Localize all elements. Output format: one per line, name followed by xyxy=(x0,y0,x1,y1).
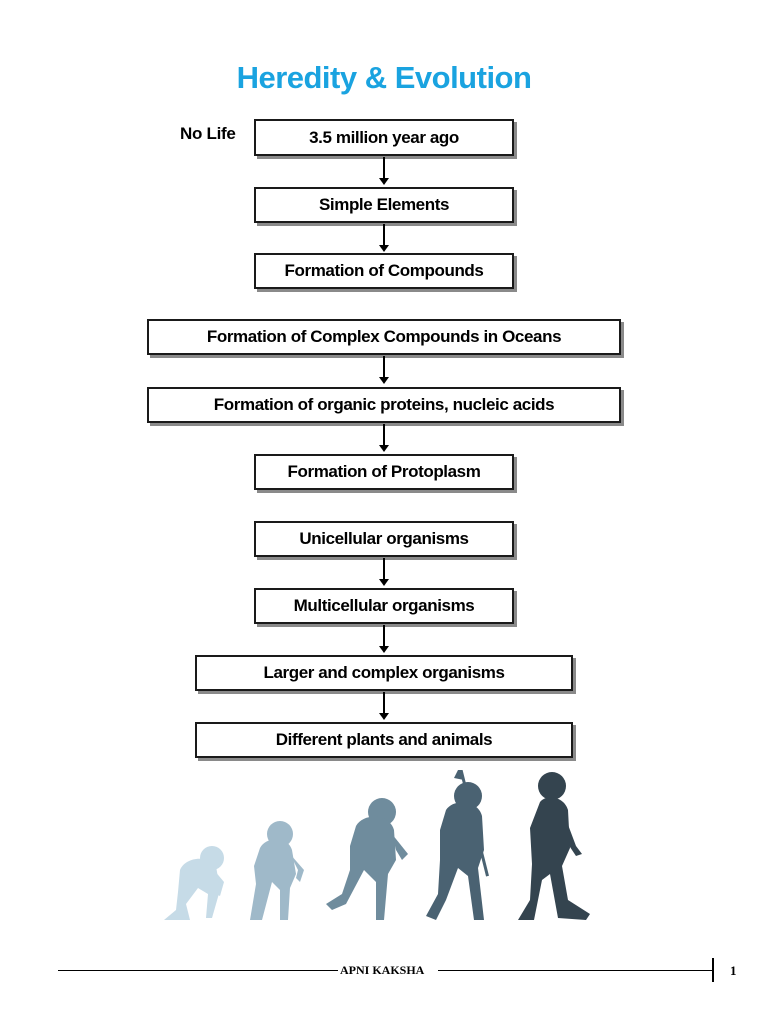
flow-step-6: Formation of Protoplasm xyxy=(254,454,514,490)
hominid-figure-4 xyxy=(426,770,489,920)
primate-figure-1 xyxy=(164,846,224,920)
no-life-label: No Life xyxy=(180,124,236,143)
flow-step-10: Different plants and animals xyxy=(195,722,573,758)
flow-arrow xyxy=(379,424,389,452)
primate-figure-2 xyxy=(250,821,304,920)
hominid-figure-3 xyxy=(326,798,408,920)
flow-step-2: Simple Elements xyxy=(254,187,514,223)
footer-rule-right xyxy=(438,970,712,971)
flow-step-1: 3.5 million year ago xyxy=(254,119,514,156)
flow-arrow xyxy=(379,625,389,653)
flow-arrow xyxy=(379,157,389,185)
flow-arrow xyxy=(379,692,389,720)
flow-step-7: Unicellular organisms xyxy=(254,521,514,557)
human-figure-5 xyxy=(518,772,590,920)
flow-step-3: Formation of Compounds xyxy=(254,253,514,289)
page-number: 1 xyxy=(730,963,737,978)
footer-brand: APNI KAKSHA xyxy=(340,963,425,977)
footer-tick xyxy=(712,958,714,982)
flow-arrow xyxy=(379,224,389,252)
human-evolution-icon xyxy=(164,770,590,920)
flow-step-5: Formation of organic proteins, nucleic a… xyxy=(147,387,621,423)
flow-arrow xyxy=(379,356,389,384)
flow-arrow xyxy=(379,558,389,586)
flow-step-8: Multicellular organisms xyxy=(254,588,514,624)
footer-rule-left xyxy=(58,970,338,971)
flow-step-9: Larger and complex organisms xyxy=(195,655,573,691)
page-title: Heredity & Evolution xyxy=(236,60,532,95)
flow-step-4: Formation of Complex Compounds in Oceans xyxy=(147,319,621,355)
